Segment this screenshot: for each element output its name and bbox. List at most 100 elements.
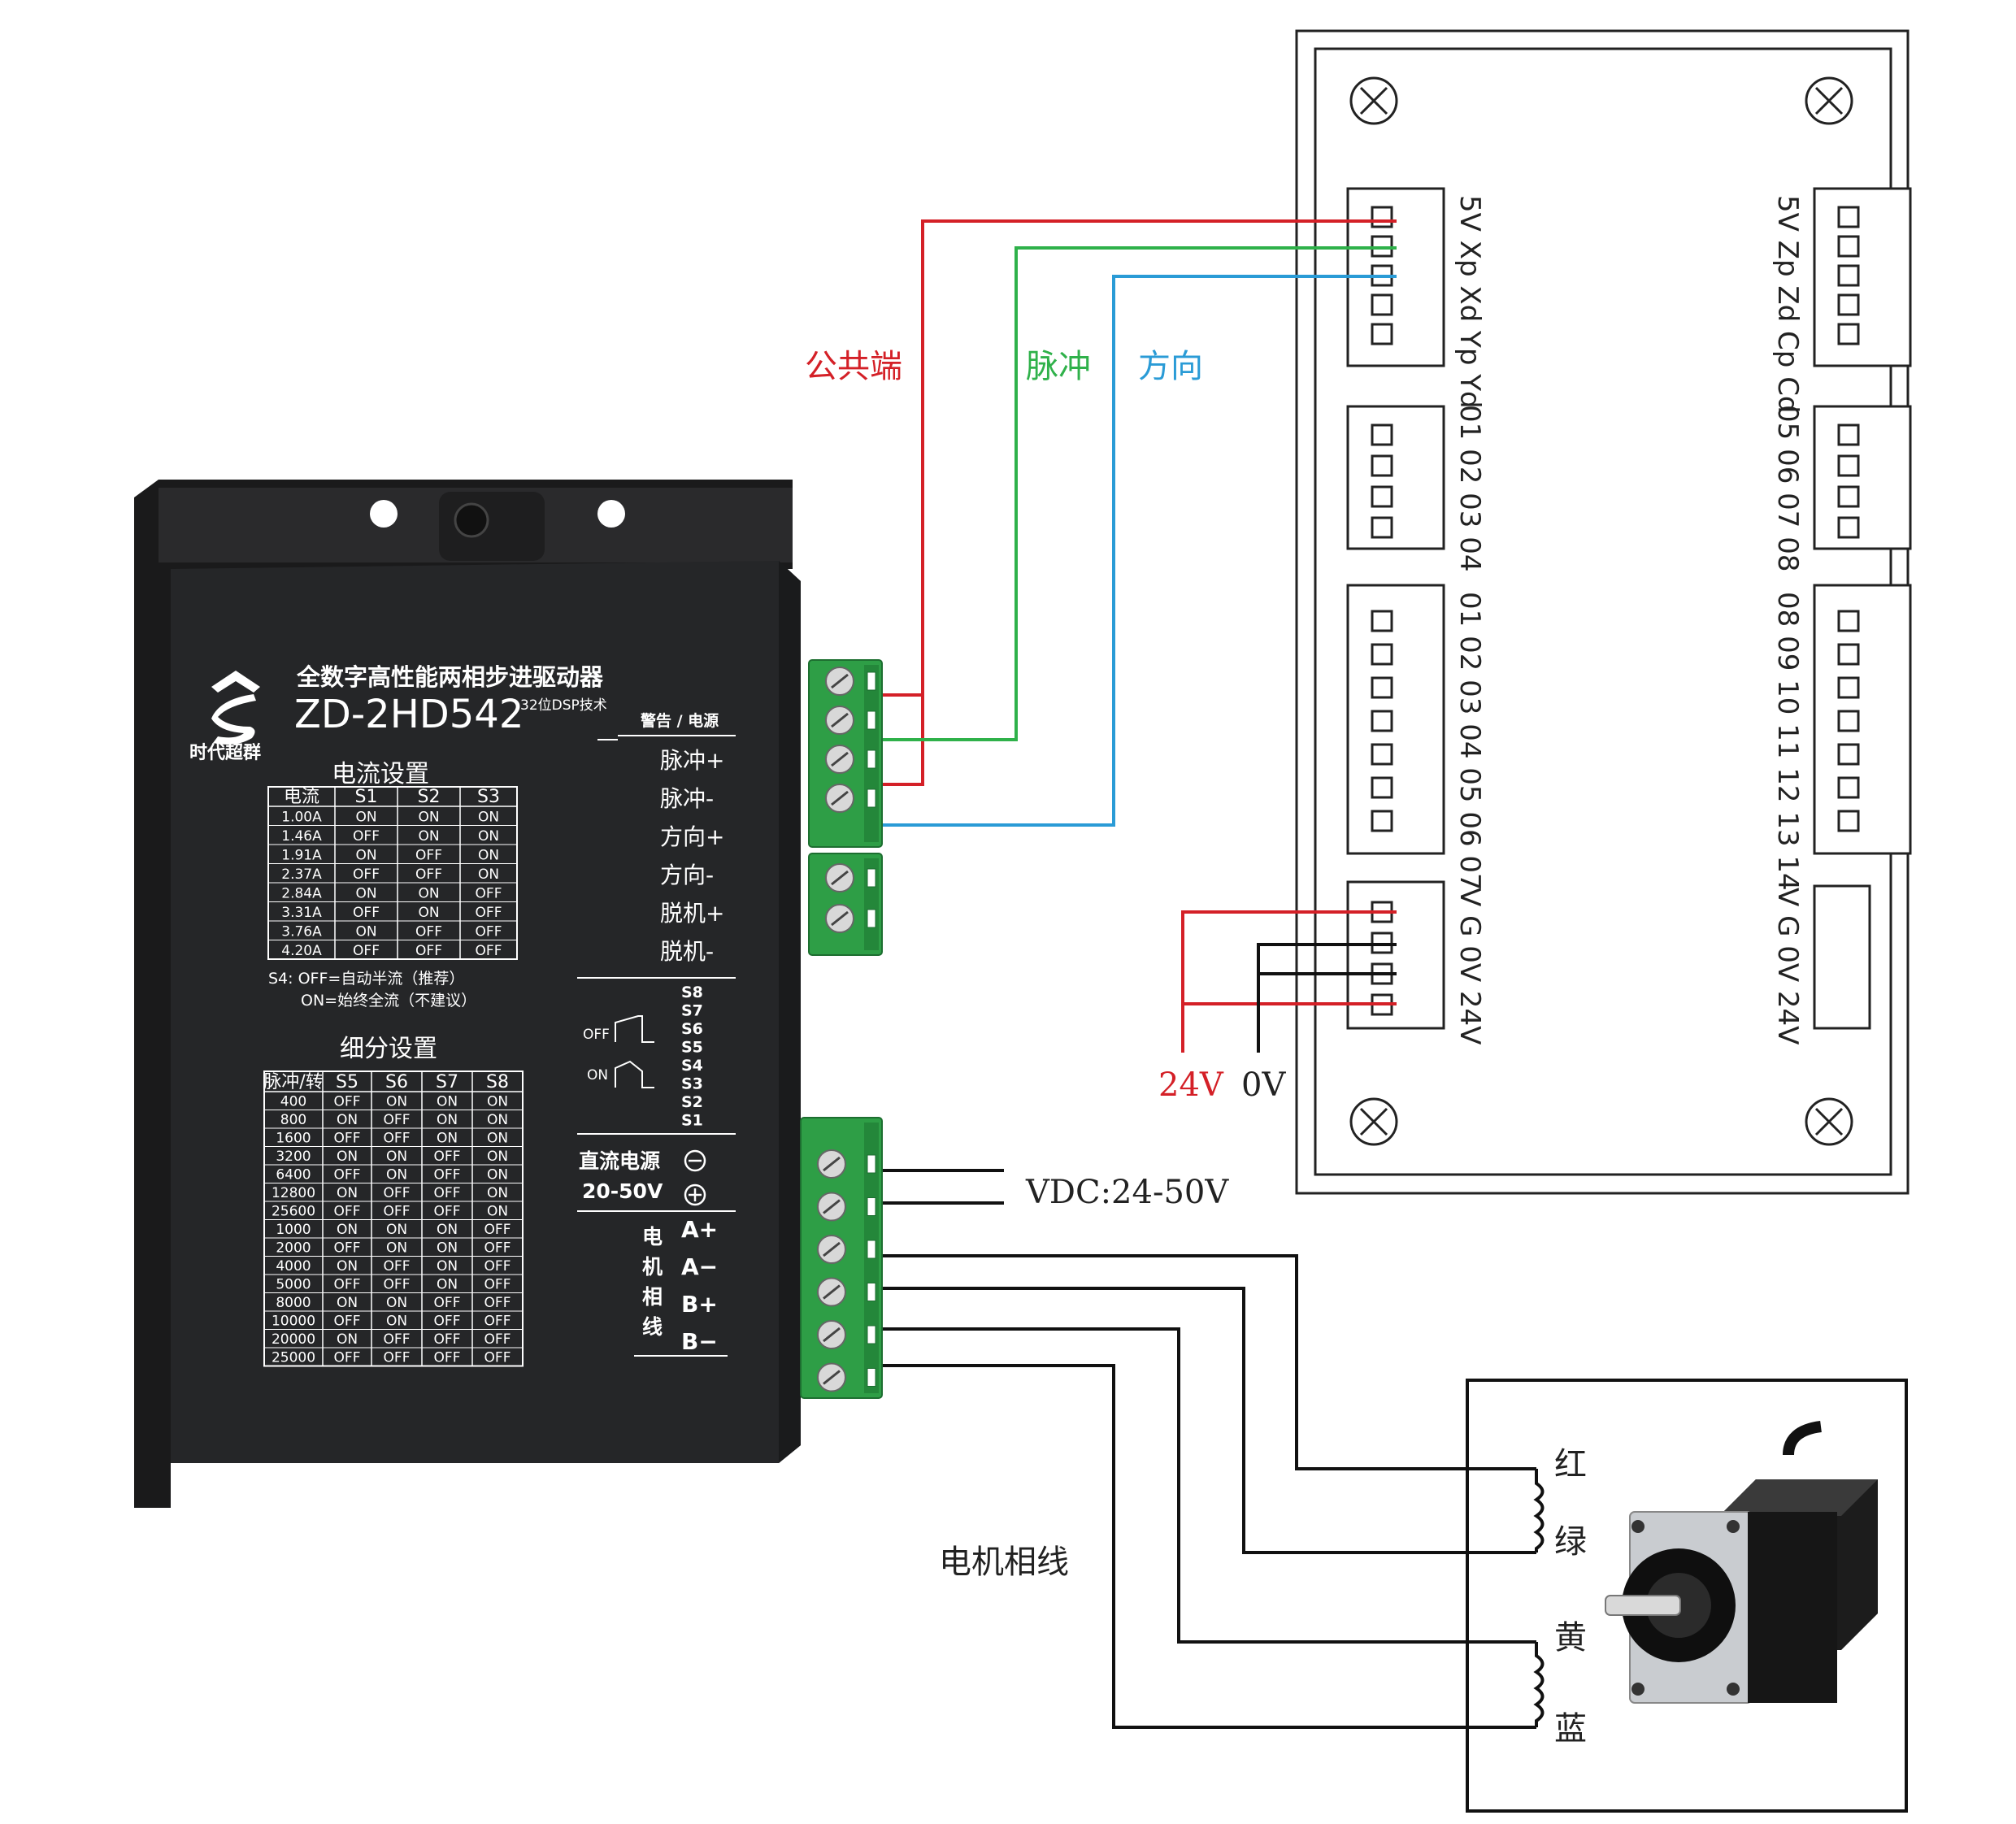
- screw-slot: [823, 1241, 841, 1257]
- table-cell: 4.20A: [281, 943, 322, 959]
- screw-slot: [831, 790, 849, 806]
- table-cell: 1.91A: [281, 848, 322, 864]
- dip-switch-label: S2: [681, 1093, 703, 1111]
- table-cell: OFF: [434, 1185, 461, 1201]
- motor-color-red: 红: [1554, 1446, 1587, 1483]
- label-out1-left: 01 02 03 04: [1453, 405, 1486, 571]
- pin-slot: [1371, 610, 1393, 632]
- table-cell: 3.31A: [281, 905, 322, 921]
- table-cell: ON: [478, 848, 499, 864]
- table-cell: OFF: [384, 1131, 411, 1147]
- phase-label: B−: [681, 1328, 718, 1355]
- screw-slot: [823, 1370, 841, 1385]
- pin-slot: [1837, 643, 1860, 666]
- table-cell: OFF: [484, 1258, 511, 1275]
- table-cell: OFF: [415, 924, 442, 940]
- table-cell: ON: [437, 1112, 458, 1128]
- pin-slot: [1837, 610, 1860, 632]
- table-cell: ON: [418, 828, 439, 845]
- signal-label: 脉冲+: [660, 747, 724, 774]
- table-cell: ON: [386, 1149, 407, 1165]
- table-cell: OFF: [334, 1094, 361, 1110]
- pin-slot: [1837, 323, 1860, 345]
- dc-range-label: 20-50V: [582, 1179, 663, 1203]
- screw-slot: [823, 1199, 841, 1214]
- table-cell: OFF: [353, 943, 380, 959]
- signal-label: 方向+: [660, 823, 724, 850]
- signal-labels: 脉冲+脉冲-方向+方向-脱机+脱机-: [660, 747, 724, 965]
- table-header: S1: [355, 787, 378, 807]
- table-cell: ON: [437, 1094, 458, 1110]
- s4-note-2: ON=始终全流（不建议）: [301, 992, 476, 1010]
- table-cell: ON: [487, 1112, 508, 1128]
- table-cell: OFF: [476, 886, 502, 902]
- label-input-right: 5V Zp Zd Cp Cd: [1771, 195, 1804, 414]
- brand-name: 时代超群: [189, 742, 261, 763]
- connector-block-power: [1346, 880, 1445, 1030]
- table-cell: OFF: [384, 1204, 411, 1220]
- wire-a-minus: [882, 1287, 1536, 1554]
- dip-switch-label: S6: [681, 1020, 703, 1038]
- table-cell: ON: [478, 810, 499, 826]
- dip-switch-label: S5: [681, 1039, 703, 1057]
- table-cell: OFF: [484, 1331, 511, 1348]
- table-cell: 4000: [276, 1258, 311, 1275]
- table-cell: OFF: [334, 1314, 361, 1330]
- pin-slot: [1837, 676, 1860, 699]
- connector-block-power-2: [1813, 884, 1871, 1030]
- pin-slot: [1837, 235, 1860, 258]
- dip-on-icon: [615, 1060, 654, 1088]
- wire-entry: [867, 1240, 876, 1259]
- table-cell: 2000: [276, 1240, 311, 1257]
- wire-entry: [867, 909, 876, 928]
- motor-color-yellow: 黄: [1554, 1619, 1587, 1657]
- pin-slot: [1837, 810, 1860, 832]
- table-cell: OFF: [434, 1331, 461, 1348]
- table-cell: OFF: [415, 848, 442, 864]
- table-cell: 1000: [276, 1222, 311, 1238]
- table-cell: 1.46A: [281, 828, 322, 845]
- wire-24v: [1181, 910, 1397, 1053]
- table-cell: OFF: [353, 828, 380, 845]
- wire-common: [882, 219, 1397, 697]
- wire-entry: [867, 1197, 876, 1216]
- table-cell: 400: [280, 1094, 306, 1110]
- wire-entry: [867, 749, 876, 769]
- table-cell: OFF: [334, 1277, 361, 1293]
- table-cell: OFF: [484, 1240, 511, 1257]
- table-cell: 2.37A: [281, 866, 322, 883]
- warn-power-label: 警告 / 电源: [641, 711, 719, 730]
- wire-0v: [1257, 943, 1397, 1053]
- table-cell: OFF: [384, 1258, 411, 1275]
- mount-hole-2: [597, 500, 625, 528]
- coil-a-icon: [1533, 1469, 1545, 1553]
- connector-block-out3: [1813, 405, 1912, 550]
- screw-icon: [1805, 1097, 1853, 1146]
- table-header: 电流: [284, 787, 319, 807]
- table-cell: OFF: [384, 1277, 411, 1293]
- connector-block-input-2: [1813, 187, 1912, 367]
- table-header: S2: [418, 787, 441, 807]
- wire-entry: [867, 1368, 876, 1387]
- table-cell: ON: [487, 1167, 508, 1183]
- table-cell: OFF: [434, 1295, 461, 1311]
- connector-block-out1: [1346, 405, 1445, 550]
- table-cell: ON: [478, 866, 499, 883]
- table-cell: 800: [280, 1112, 306, 1128]
- table-header: S8: [486, 1072, 509, 1092]
- table-cell: ON: [437, 1131, 458, 1147]
- table-cell: OFF: [384, 1350, 411, 1366]
- table-cell: 12800: [272, 1185, 315, 1201]
- table-cell: ON: [386, 1240, 407, 1257]
- pin-slot: [1371, 643, 1393, 666]
- pin-slot: [1371, 743, 1393, 766]
- motor-box: [1466, 1379, 1908, 1813]
- table-cell: ON: [355, 886, 376, 902]
- motor-section: 红 绿 黄 蓝: [1466, 1379, 1908, 1813]
- table-cell: ON: [337, 1222, 358, 1238]
- table-cell: OFF: [384, 1185, 411, 1201]
- table-cell: ON: [386, 1222, 407, 1238]
- wire-b-minus: [882, 1364, 1536, 1729]
